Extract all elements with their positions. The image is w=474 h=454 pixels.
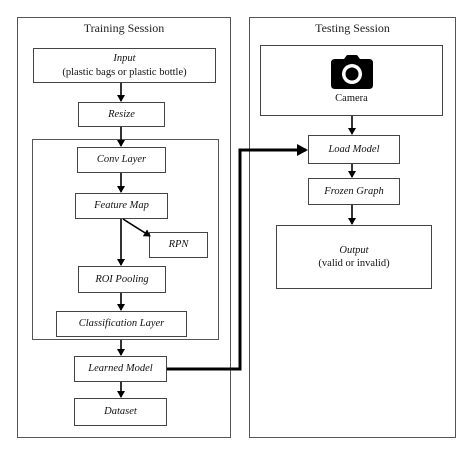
training-session-panel: Training Session xyxy=(17,17,231,438)
input-box: Input (plastic bags or plastic bottle) xyxy=(33,48,216,83)
learned-model-label: Learned Model xyxy=(88,363,153,375)
rpn-label: RPN xyxy=(168,239,189,251)
conv-layer-label: Conv Layer xyxy=(96,154,147,166)
frozen-graph-label: Frozen Graph xyxy=(324,185,384,197)
conv-layer-box: Conv Layer xyxy=(77,147,166,173)
arrow-featuremap-rpn xyxy=(122,218,151,237)
camera-label: Camera xyxy=(335,93,368,105)
dataset-box: Dataset xyxy=(74,398,167,426)
input-label: Input xyxy=(113,53,136,65)
rpn-box: RPN xyxy=(149,232,208,258)
output-description: (valid or invalid) xyxy=(318,258,390,269)
testing-session-panel: Testing Session xyxy=(249,17,456,438)
frozen-graph-box: Frozen Graph xyxy=(308,178,400,205)
classification-layer-label: Classification Layer xyxy=(78,318,165,330)
dataset-label: Dataset xyxy=(104,406,137,418)
arrow-learnedmodel-loadmodel xyxy=(167,144,308,371)
resize-label: Resize xyxy=(108,108,135,120)
testing-session-title: Testing Session xyxy=(315,21,390,35)
network-group xyxy=(32,139,219,340)
load-model-box: Load Model xyxy=(308,135,400,164)
training-session-title: Training Session xyxy=(83,21,165,35)
camera-icon xyxy=(330,55,373,90)
camera-box: Camera xyxy=(260,45,443,116)
roi-pooling-box: ROI Pooling xyxy=(78,266,166,293)
input-description: (plastic bags or plastic bottle) xyxy=(62,66,187,78)
classification-layer-box: Classification Layer xyxy=(56,311,187,337)
feature-map-box: Feature Map xyxy=(75,193,168,219)
roi-pooling-label: ROI Pooling xyxy=(95,273,149,285)
resize-box: Resize xyxy=(78,102,165,127)
learned-model-box: Learned Model xyxy=(74,356,167,382)
load-model-label: Load Model xyxy=(328,143,380,155)
output-box: Output (valid or invalid) xyxy=(276,225,432,289)
feature-map-label: Feature Map xyxy=(94,200,149,212)
output-label: Output xyxy=(339,244,369,256)
